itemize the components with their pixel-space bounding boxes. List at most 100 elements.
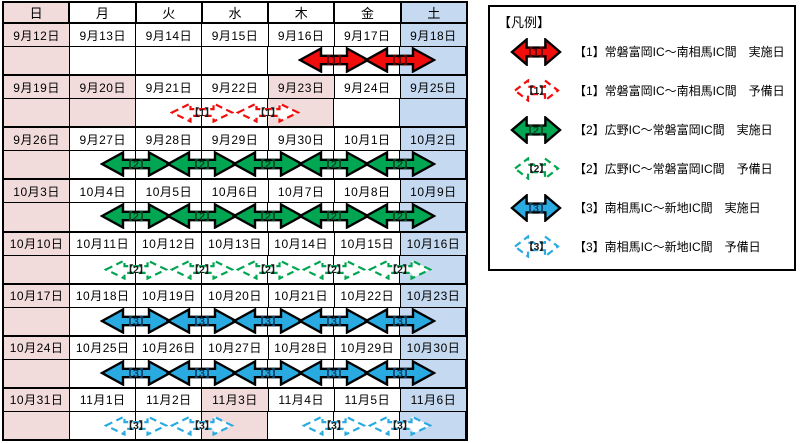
date-cell: 10月31日 [4, 388, 71, 411]
slot-cell [400, 99, 466, 127]
legend-arrow-dashed-2: 【2】 [508, 157, 564, 181]
date-cell: 10月7日 [268, 180, 335, 203]
date-cell: 10月2日 [400, 128, 466, 151]
date-cell: 11月4日 [268, 388, 335, 411]
schedule-arrow-solid-2: 【2】 [99, 150, 173, 178]
svg-text:【3】: 【3】 [386, 315, 414, 328]
svg-text:【2】: 【2】 [189, 263, 215, 276]
slot-cell [334, 99, 400, 127]
svg-text:【3】: 【3】 [522, 202, 550, 215]
svg-text:【3】: 【3】 [122, 367, 150, 380]
schedule-arrow-solid-3: 【3】 [297, 359, 371, 387]
schedule-arrow-solid-2: 【2】 [165, 202, 239, 230]
svg-text:【2】: 【2】 [188, 210, 216, 223]
slot-cell [4, 151, 70, 179]
schedule-arrow-solid-3: 【3】 [165, 307, 239, 335]
date-cell: 10月8日 [334, 180, 401, 203]
svg-text:【3】: 【3】 [523, 240, 549, 253]
date-cell: 10月18日 [70, 284, 137, 307]
date-cell: 9月26日 [4, 128, 71, 151]
slot-cell [4, 203, 70, 231]
svg-text:【1】: 【1】 [320, 54, 348, 67]
date-cell: 9月23日 [268, 76, 335, 99]
slot-cell [4, 307, 70, 335]
svg-text:【2】: 【2】 [320, 158, 348, 171]
schedule-arrow-dashed-3: 【3】 [169, 414, 235, 437]
date-cell: 10月17日 [4, 284, 71, 307]
svg-text:【2】: 【2】 [387, 263, 413, 276]
legend-item-label: 【3】南相馬IC〜新地IC間 予備日 [574, 240, 761, 255]
svg-text:【1】: 【1】 [523, 84, 549, 97]
schedule-arrow-solid-3: 【3】 [165, 359, 239, 387]
legend-item-label: 【3】南相馬IC〜新地IC間 実施日 [574, 201, 761, 216]
svg-text:【3】: 【3】 [321, 419, 347, 432]
date-cell: 11月1日 [70, 388, 137, 411]
schedule-arrow-solid-2: 【2】 [231, 202, 305, 230]
schedule-arrow-dashed-2: 【2】 [103, 258, 169, 280]
schedule-arrow-solid-3: 【3】 [363, 307, 437, 335]
svg-text:【3】: 【3】 [189, 419, 215, 432]
date-cell: 10月24日 [4, 336, 71, 359]
svg-text:【3】: 【3】 [188, 367, 216, 380]
date-cell: 9月12日 [4, 24, 71, 46]
date-cell: 9月25日 [400, 76, 466, 99]
svg-text:【2】: 【2】 [320, 210, 348, 223]
schedule-arrow-solid-3: 【3】 [363, 359, 437, 387]
date-cell: 10月10日 [4, 232, 71, 255]
schedule-arrow-dashed-1: 【1】 [235, 101, 301, 124]
svg-text:【2】: 【2】 [122, 210, 150, 223]
date-cell: 10月19日 [136, 284, 203, 307]
schedule-arrow-solid-3: 【3】 [99, 359, 173, 387]
schedule-arrow-solid-2: 【2】 [363, 202, 437, 230]
date-cell: 9月24日 [334, 76, 401, 99]
svg-text:【3】: 【3】 [123, 419, 149, 432]
arrow-row: 【3】 【3】 【3】 【3】 【3】 [4, 307, 466, 335]
svg-text:【2】: 【2】 [386, 210, 414, 223]
svg-text:【2】: 【2】 [522, 124, 550, 137]
day-header-wd: 金 [335, 3, 402, 22]
schedule-arrow-solid-2: 【2】 [231, 150, 305, 178]
day-header-row: 日月火水木金土 [4, 3, 466, 24]
legend-item-label: 【2】広野IC〜常磐富岡IC間 実施日 [574, 123, 773, 138]
schedule-arrow-solid-3: 【3】 [231, 307, 305, 335]
legend-item: 【2】【2】広野IC〜常磐富岡IC間 予備日 [508, 157, 786, 181]
schedule-arrow-dashed-3: 【3】 [103, 414, 169, 437]
slot-cell [136, 47, 202, 75]
svg-text:【1】: 【1】 [522, 46, 550, 59]
date-cell: 10月28日 [268, 336, 335, 359]
date-cell: 9月19日 [4, 76, 71, 99]
date-cell: 9月21日 [136, 76, 203, 99]
date-cell: 9月15日 [202, 24, 269, 46]
date-cell: 10月3日 [4, 180, 71, 203]
date-cell: 10月26日 [136, 336, 203, 359]
svg-text:【3】: 【3】 [188, 315, 216, 328]
date-cell: 10月5日 [136, 180, 203, 203]
svg-text:【2】: 【2】 [321, 263, 347, 276]
schedule-arrow-solid-2: 【2】 [99, 202, 173, 230]
legend-item: 【3】 【3】南相馬IC〜新地IC間 予備日 [508, 235, 786, 259]
arrow-row: 【1】【1】 [4, 46, 466, 75]
schedule-arrow-dashed-1: 【1】 [169, 101, 235, 124]
schedule-arrow-solid-3: 【3】 [231, 359, 305, 387]
date-cell: 10月15日 [334, 232, 401, 255]
svg-text:【2】: 【2】 [188, 158, 216, 171]
schedule-arrow-dashed-2: 【2】 [301, 258, 367, 280]
date-cell: 9月18日 [400, 24, 466, 46]
legend-item: 【2】 【2】広野IC〜常磐富岡IC間 実施日 [508, 115, 786, 144]
legend-title: 【凡例】 [498, 15, 551, 30]
arrow-row: 【2】【2】【2】【2】【2】 [4, 255, 466, 283]
legend-item: 【1】【1】常磐富岡IC〜南相馬IC間 予備日 [508, 79, 786, 103]
legend-arrow-dashed-3: 【3】 [508, 235, 564, 259]
schedule-arrow-solid-3: 【3】 [99, 307, 173, 335]
svg-text:【3】: 【3】 [122, 315, 150, 328]
svg-text:【3】: 【3】 [320, 315, 348, 328]
